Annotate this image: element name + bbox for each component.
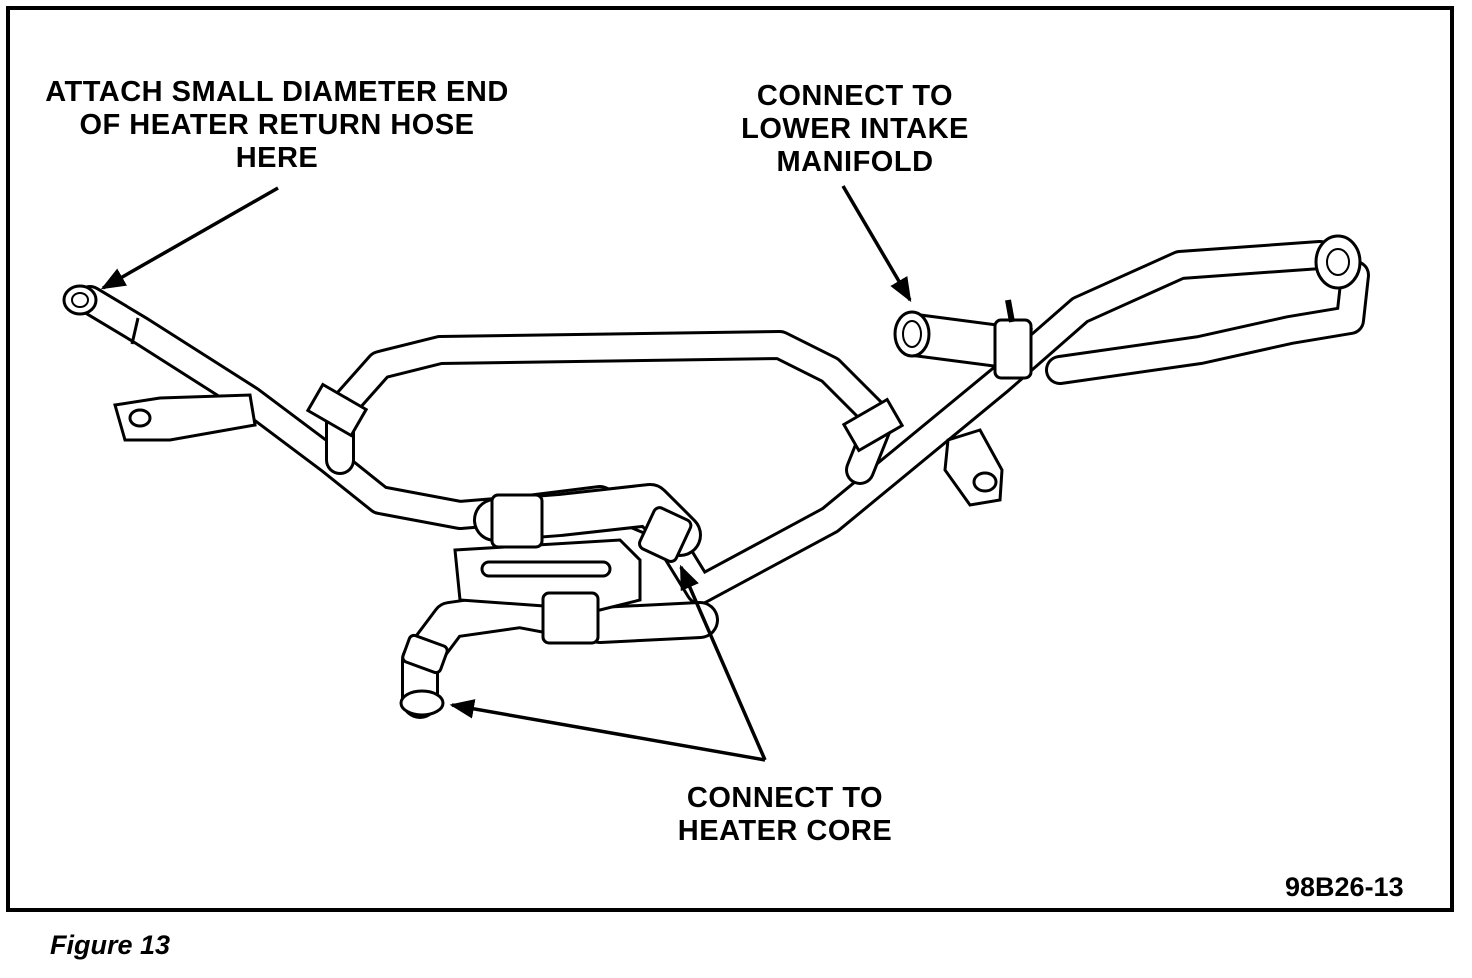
callout-line: ATTACH SMALL DIAMETER END bbox=[45, 76, 509, 108]
hose-clamps bbox=[401, 493, 693, 675]
left-bracket bbox=[113, 393, 257, 442]
heater-core-end bbox=[399, 689, 445, 717]
clamp-left bbox=[305, 382, 369, 438]
callout-line: CONNECT TO bbox=[686, 782, 884, 814]
right-bracket bbox=[943, 428, 1004, 507]
callout-line: CONNECT TO bbox=[756, 80, 954, 112]
right-elbow-end bbox=[1314, 234, 1362, 290]
callout-heater-core: CONNECT TO HEATER CORE bbox=[645, 782, 925, 848]
callout-line: HERE bbox=[235, 142, 319, 174]
callout-heater-return-hose: ATTACH SMALL DIAMETER END OF HEATER RETU… bbox=[22, 76, 532, 175]
callout-line: HEATER CORE bbox=[677, 815, 893, 847]
callout-line: OF HEATER RETURN HOSE bbox=[79, 109, 475, 141]
callout-line: LOWER INTAKE bbox=[741, 113, 969, 145]
inlet-end bbox=[62, 284, 98, 316]
leader-arrows bbox=[100, 185, 912, 762]
upper-loop-tube bbox=[325, 330, 895, 485]
main-tube bbox=[75, 240, 1370, 605]
figure-caption: Figure 13 bbox=[50, 930, 171, 960]
manifold-connector bbox=[893, 299, 1033, 380]
callout-lower-intake-manifold: CONNECT TO LOWER INTAKE MANIFOLD bbox=[705, 80, 1005, 179]
callout-line: MANIFOLD bbox=[776, 146, 934, 178]
figure-code: 98B26-13 bbox=[1285, 872, 1404, 902]
figure-frame bbox=[6, 6, 1454, 912]
clamp-right bbox=[841, 397, 905, 453]
